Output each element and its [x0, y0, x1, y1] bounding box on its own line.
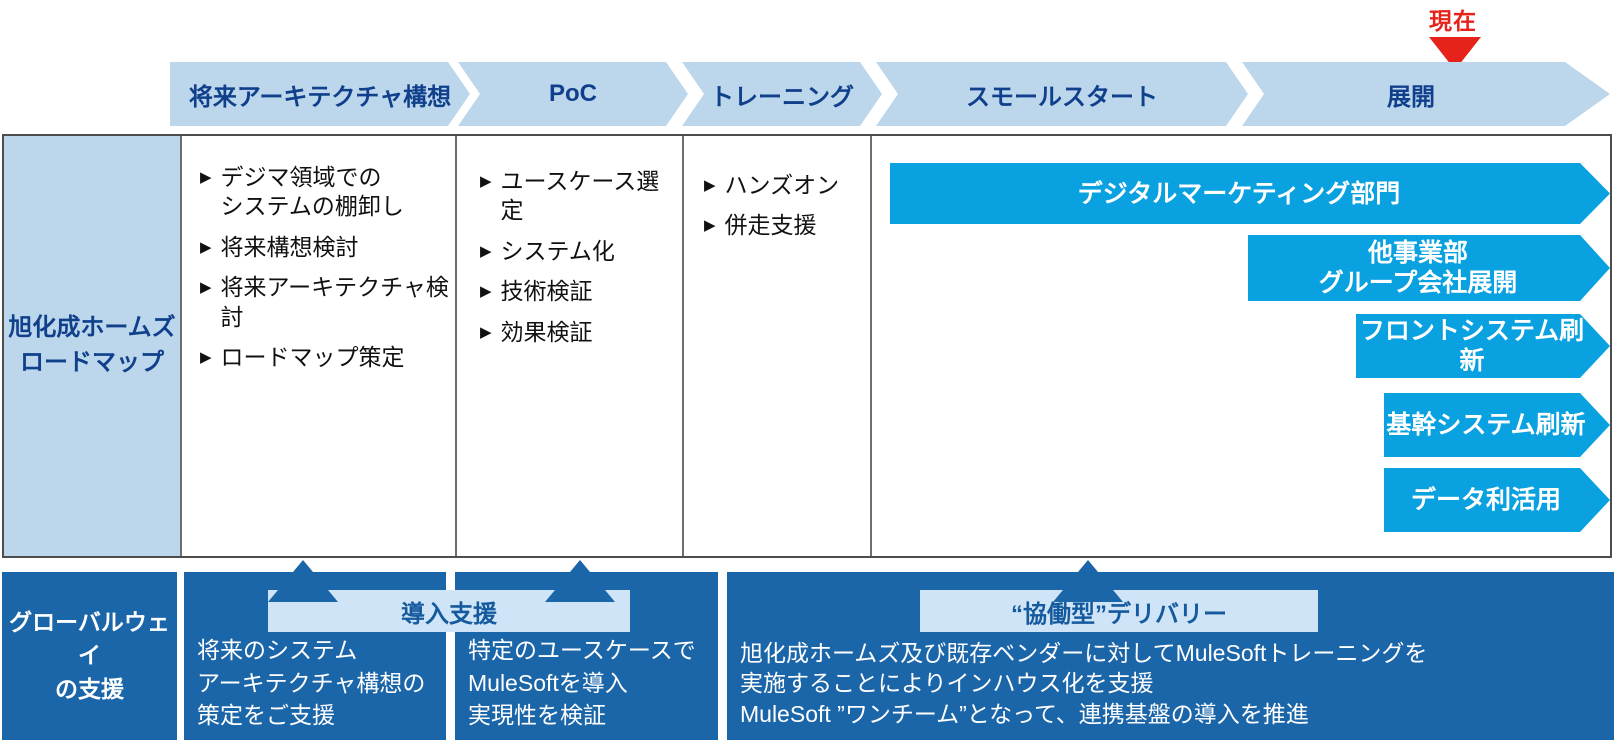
triangle-bullet-icon: ▶ [200, 349, 212, 367]
banner-core-system: 基幹システム刷新 [1384, 393, 1610, 457]
connector-triangle-icon [1053, 560, 1123, 602]
list-item: ▶ハンズオン [704, 171, 864, 200]
stage-future-architecture: 将来アーキテクチャ構想 [170, 62, 470, 126]
triangle-bullet-icon: ▶ [704, 177, 716, 194]
future-architecture-tasks: ▶デジマ領域での システムの棚卸し ▶将来構想検討 ▶将来アーキテクチャ検討 ▶… [200, 163, 455, 384]
triangle-bullet-icon: ▶ [200, 279, 212, 297]
stage-poc: PoC [458, 62, 688, 126]
support-row-label: グローバルウェイ の支援 [2, 572, 177, 740]
triangle-bullet-icon: ▶ [480, 173, 492, 190]
list-item: ▶将来構想検討 [200, 233, 455, 262]
column-divider [455, 136, 457, 556]
stage-small-start: スモールスタート [876, 62, 1248, 126]
stage-label: 将来アーキテクチャ構想 [188, 83, 452, 111]
roadmap-row-label: 旭化成ホームズ ロードマップ [4, 136, 180, 556]
list-item: ▶効果検証 [480, 318, 670, 347]
column-divider [870, 136, 872, 556]
list-item: ▶デジマ領域での システムの棚卸し [200, 163, 455, 222]
list-item: ▶将来アーキテクチャ検討 [200, 273, 455, 332]
column-divider [682, 136, 684, 556]
triangle-bullet-icon: ▶ [480, 283, 492, 301]
now-label: 現在 [1429, 8, 1477, 34]
stage-label: PoC [549, 80, 597, 107]
roadmap-box: 旭化成ホームズ ロードマップ ▶デジマ領域での システムの棚卸し ▶将来構想検討… [2, 134, 1612, 558]
support-section-delivery: 旭化成ホームズ及び既存ベンダーに対してMuleSoftトレーニングを 実施するこ… [727, 572, 1614, 740]
triangle-bullet-icon: ▶ [704, 217, 716, 235]
training-tasks: ▶ハンズオン ▶併走支援 [704, 171, 864, 252]
banner-digital-marketing: デジタルマーケティング部門 [890, 163, 1610, 224]
triangle-bullet-icon: ▶ [480, 242, 492, 260]
connector-triangle-icon [545, 560, 615, 602]
stage-training: トレーニング [682, 62, 882, 126]
stage-label: 展開 [1387, 83, 1435, 111]
stage-deployment: 展開 [1242, 62, 1610, 126]
poc-tasks: ▶ユースケース選定 ▶システム化 ▶技術検証 ▶効果検証 [480, 167, 670, 358]
list-item: ▶技術検証 [480, 277, 670, 306]
triangle-bullet-icon: ▶ [200, 169, 212, 186]
list-item: ▶ユースケース選定 [480, 167, 670, 226]
stage-label: スモールスタート [966, 83, 1158, 111]
stage-label: トレーニング [710, 83, 854, 111]
connector-triangle-icon [268, 560, 338, 602]
list-item: ▶ロードマップ策定 [200, 343, 455, 372]
triangle-bullet-icon: ▶ [200, 238, 212, 256]
list-item: ▶併走支援 [704, 211, 864, 240]
list-item: ▶システム化 [480, 237, 670, 266]
banner-data-utilization: データ利活用 [1384, 468, 1610, 532]
column-divider [180, 136, 182, 556]
banner-front-system: フロントシステム刷新 [1356, 314, 1610, 378]
triangle-bullet-icon: ▶ [480, 323, 492, 341]
banner-other-divisions: 他事業部 グループ会社展開 [1248, 235, 1610, 301]
